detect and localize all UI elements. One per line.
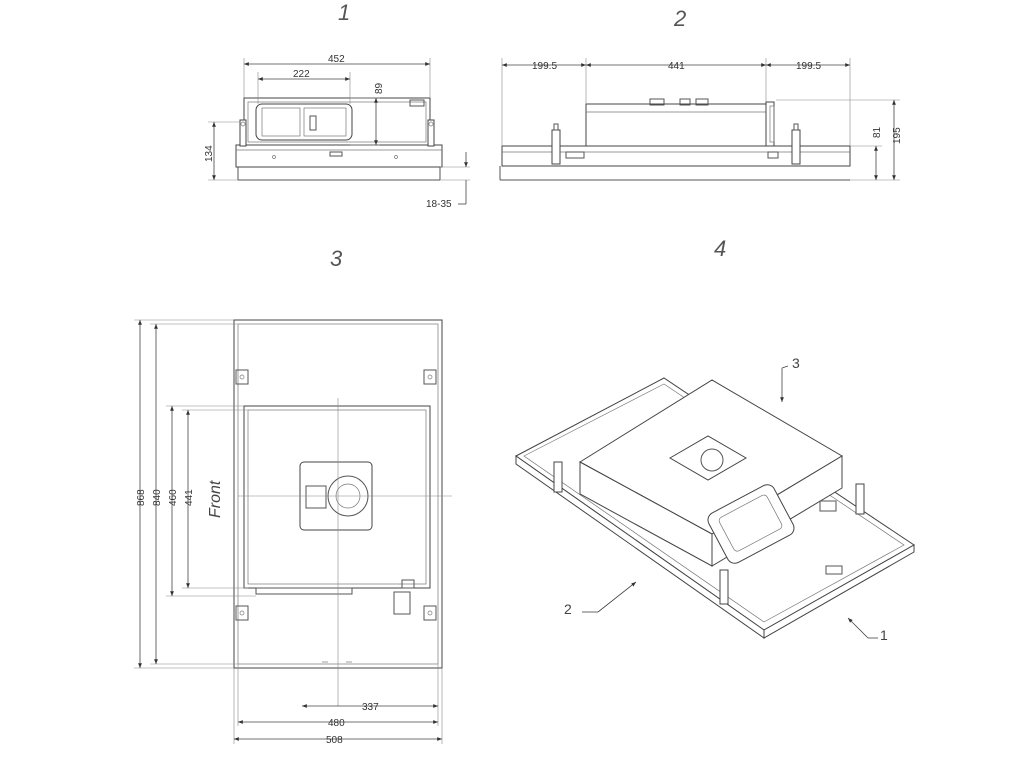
v1-dim-89: 89	[374, 82, 385, 94]
v3-dim-868: 868	[136, 489, 147, 506]
callout-2: 2	[564, 601, 572, 617]
view1-dimensions: 452 222 89 134 18-35	[204, 54, 470, 210]
v2-dim-81: 81	[872, 126, 883, 138]
view-number-4: 4	[714, 236, 726, 261]
callout-3: 3	[792, 355, 800, 371]
v1-dim-452: 452	[328, 54, 345, 65]
v1-dim-134: 134	[204, 145, 215, 162]
v3-dim-460: 460	[168, 489, 179, 506]
v2-dim-195: 195	[892, 127, 903, 144]
view2-dimensions: 199.5 441 199.5 81 195	[501, 58, 903, 181]
view3-plan-drawing	[233, 319, 452, 706]
v1-dim-222: 222	[293, 69, 310, 80]
v3-dim-480: 480	[328, 718, 345, 729]
v2-dim-199-5-left: 199.5	[532, 61, 557, 72]
view4-isometric-drawing	[515, 377, 915, 639]
view1-front-drawing	[235, 97, 443, 181]
view4-callouts: 3 2 1	[564, 355, 888, 643]
view-number-3: 3	[330, 246, 343, 271]
view3-dimensions: 868 840 460 441 Front 337 480 508	[134, 319, 443, 746]
v3-dim-840: 840	[152, 489, 163, 506]
v3-dim-337: 337	[362, 702, 379, 713]
v1-dim-18-35: 18-35	[426, 199, 452, 210]
v3-dim-441: 441	[184, 489, 195, 506]
view2-side-drawing	[499, 98, 851, 181]
v2-dim-199-5-right: 199.5	[796, 61, 821, 72]
callout-1: 1	[880, 627, 888, 643]
v2-dim-441: 441	[668, 61, 685, 72]
view-number-2: 2	[673, 6, 686, 31]
view-number-1: 1	[338, 0, 350, 25]
v3-dim-508: 508	[326, 735, 343, 746]
front-label: Front	[207, 480, 224, 518]
